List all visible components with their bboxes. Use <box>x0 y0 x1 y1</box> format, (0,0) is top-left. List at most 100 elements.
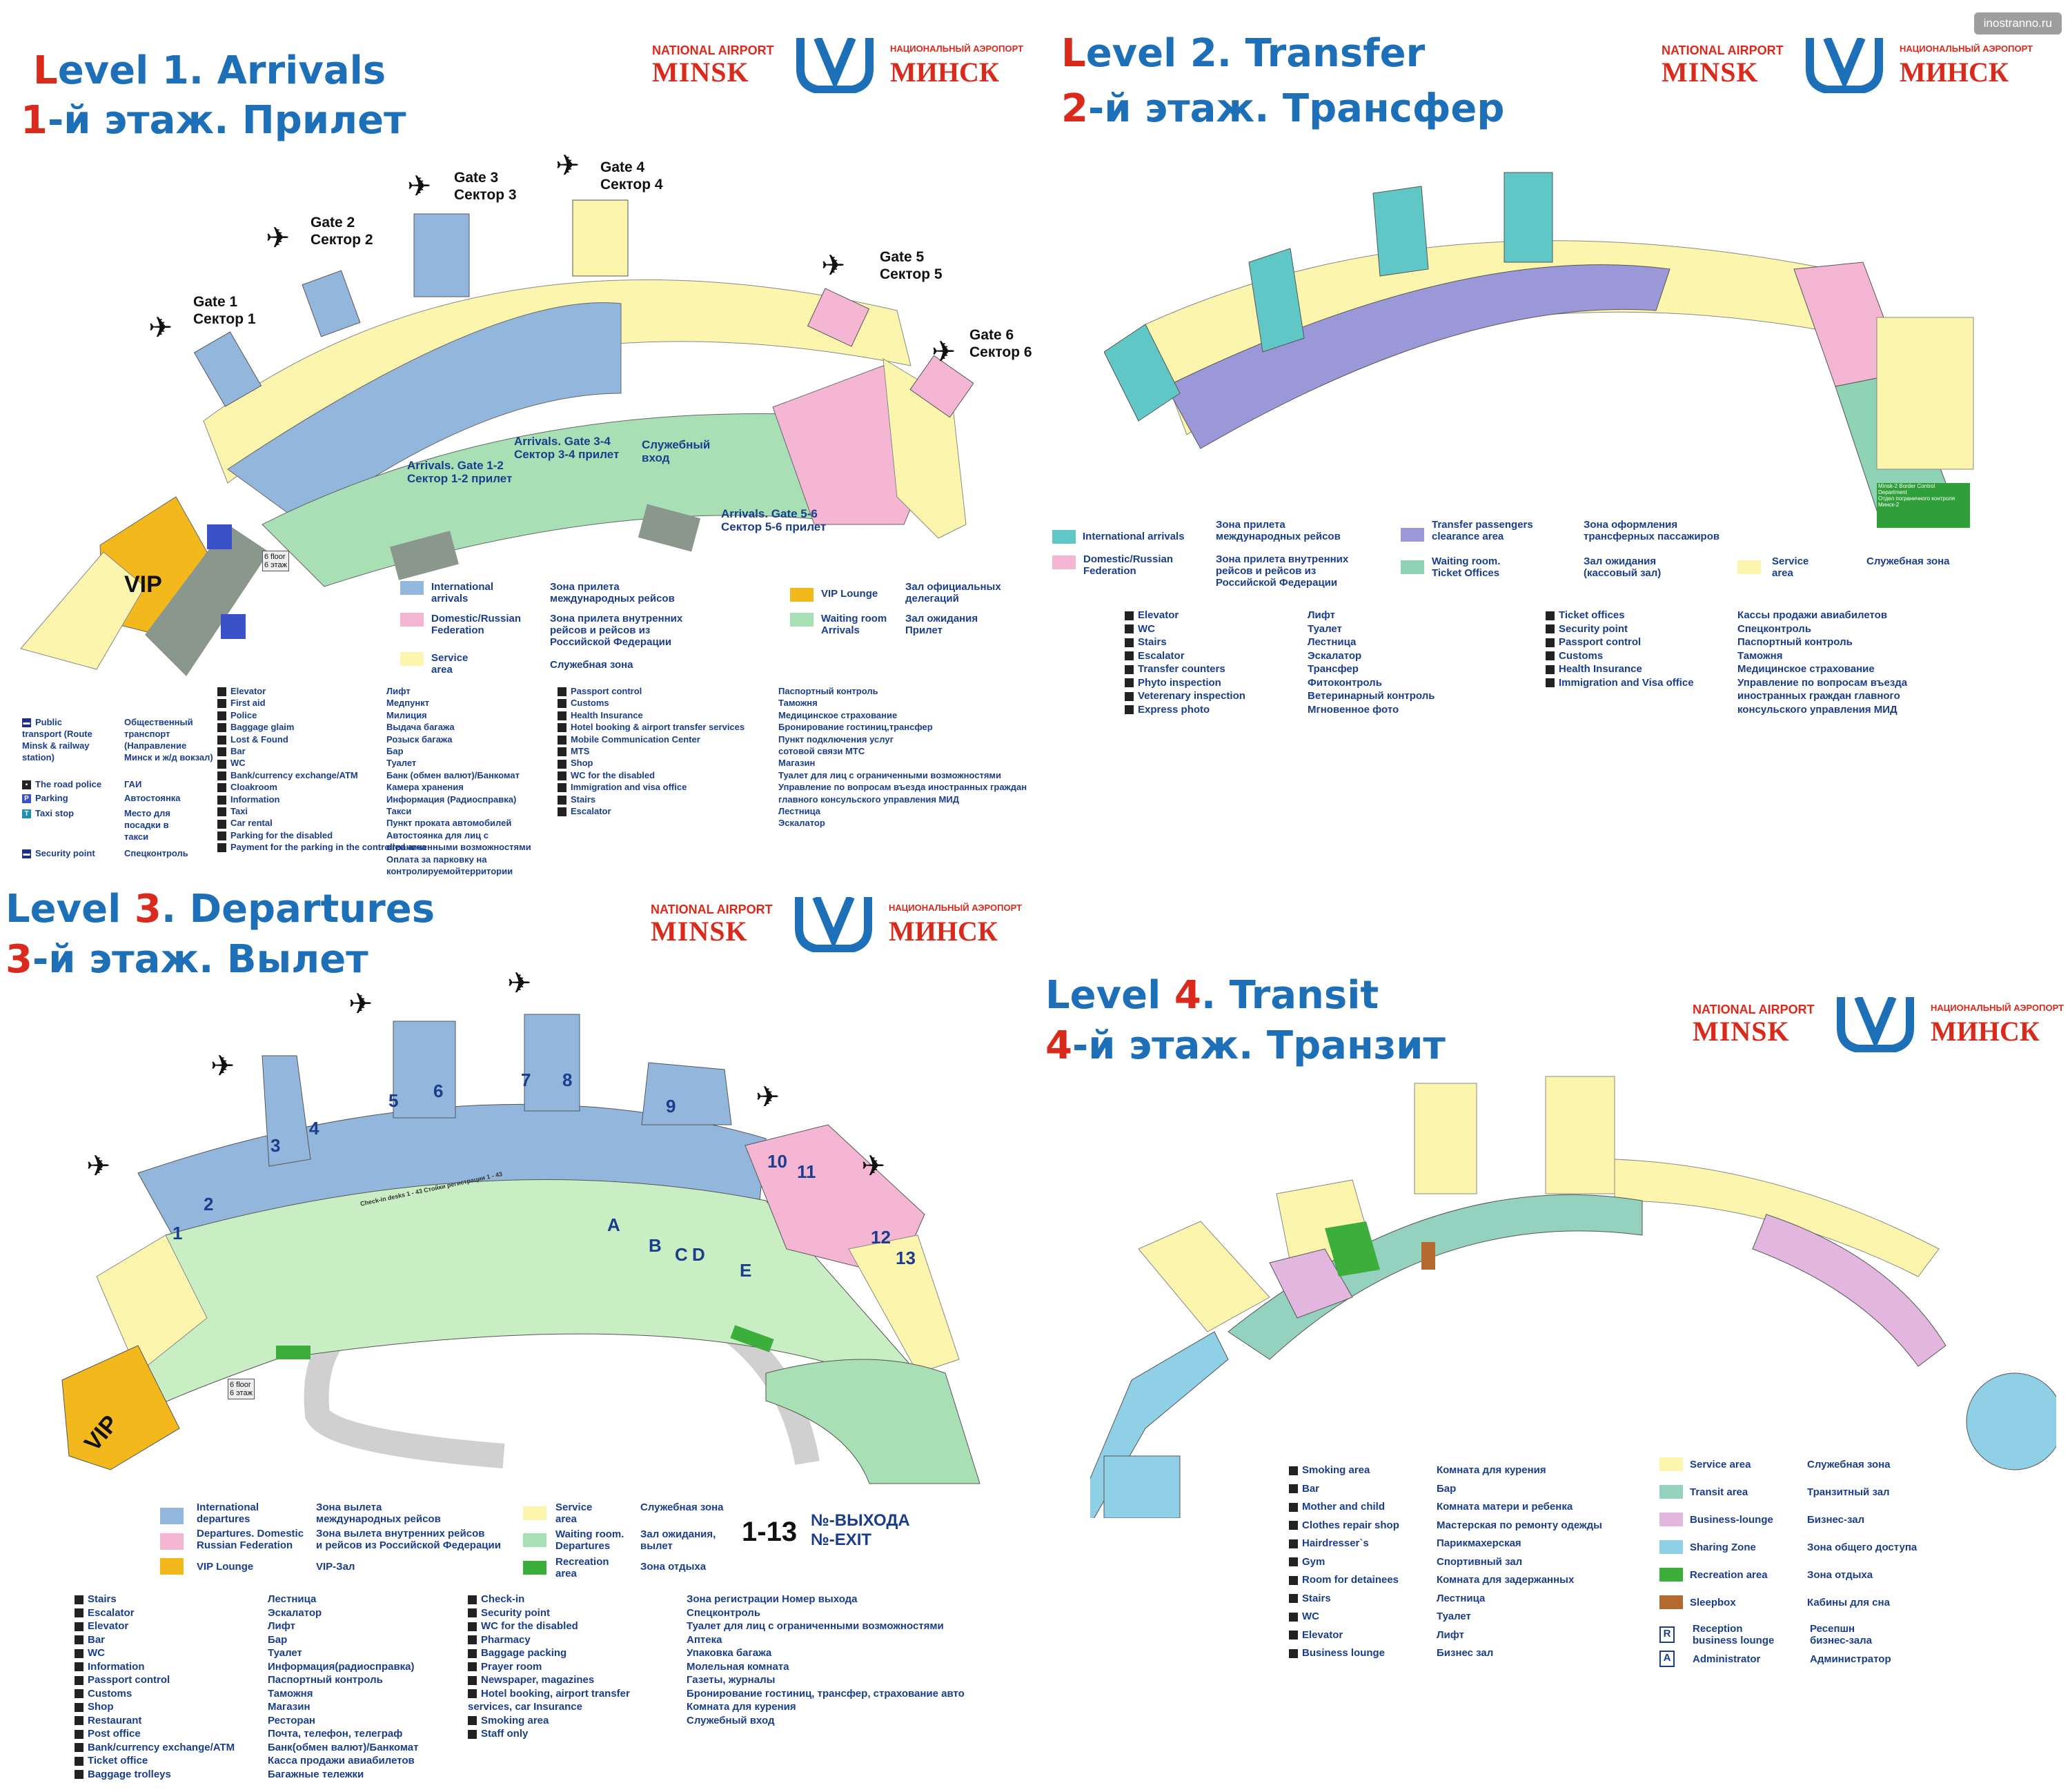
legend-symbol-icon <box>217 711 226 720</box>
minsk-logo-icon <box>1806 38 1883 93</box>
legend-item: Elevator <box>217 685 426 697</box>
legend-symbol-icon <box>558 759 566 769</box>
legend-item: Туалет <box>1437 1611 1471 1622</box>
legend-item: Newspaper, magazines <box>468 1673 668 1687</box>
legend-symbol-icon <box>217 843 226 853</box>
legend-symbol-icon <box>75 1702 83 1712</box>
legend-symbol-icon <box>75 1622 83 1631</box>
legend-item: WC for the disabled <box>468 1619 668 1633</box>
legend-item: Shop <box>75 1700 235 1714</box>
legend-item: Parking for the disabled <box>217 829 426 841</box>
legend-item: Туалет для лиц с ограниченными возможнос… <box>778 769 1002 780</box>
legend-symbol-icon <box>217 723 226 733</box>
legend-symbol-icon <box>558 807 566 817</box>
legend-symbol-icon <box>1289 1484 1298 1494</box>
legend-item: Check-in <box>468 1593 668 1606</box>
watermark: inostranno.ru <box>1973 12 2062 35</box>
legend-symbol-icon <box>1546 651 1555 661</box>
legend-symbol-icon <box>75 1595 83 1604</box>
legend-item: Hairdresser`s <box>1289 1535 1399 1553</box>
legend-item: Passport control <box>558 685 745 697</box>
legend-symbol-icon <box>75 1770 83 1780</box>
legend-item: Bar <box>75 1633 235 1647</box>
l1-legend-security-ru: Спецконтроль <box>124 848 188 858</box>
legend-item: Security point <box>1546 622 1694 636</box>
minsk-logo-icon <box>796 38 874 93</box>
legend-item: Багажные тележки <box>268 1768 364 1780</box>
legend-item: Бизнес зал <box>1437 1647 1494 1659</box>
legend-item: Bar <box>1289 1480 1399 1499</box>
legend-item: Ticket offices <box>1546 609 1694 622</box>
l1-legend-public-transport: ▬Public transport (Route Minsk & railway… <box>22 717 92 762</box>
legend-symbol-icon <box>75 1689 83 1699</box>
zone-swatch <box>1659 1595 1683 1609</box>
legend-item: Pharmacy <box>468 1633 668 1647</box>
legend-item: Prayer room <box>468 1660 668 1674</box>
legend-item: Розыск багажа <box>386 733 453 745</box>
legend-item: Таможня <box>778 698 818 709</box>
gate-number-11: 11 <box>797 1161 816 1182</box>
l1-legend-road-police: ▪The road police <box>22 778 101 790</box>
legend-item: Лестница <box>778 806 821 817</box>
legend-symbol-icon <box>1546 638 1555 647</box>
legend-symbol-icon <box>75 1675 83 1685</box>
legend-symbol-icon <box>1125 624 1134 634</box>
legend-item: Бронирование гостиниц, трансфер, страхов… <box>687 1687 965 1700</box>
legend-item: Бронирование гостиниц,трансфер <box>778 722 933 733</box>
legend-item: Комната для курения <box>687 1701 796 1713</box>
legend-symbol-icon <box>468 1716 477 1726</box>
checkin-zone-a: A <box>607 1214 620 1235</box>
legend-item: Спортивный зал <box>1437 1555 1523 1568</box>
exit-range-label: 1-13 <box>742 1517 798 1547</box>
legend-item: Лестница <box>268 1593 317 1605</box>
level1-title-ru: 1-й этаж. Прилет <box>21 98 406 143</box>
legend-symbol-icon <box>1289 1521 1298 1530</box>
checkin-zone-d: D <box>692 1244 705 1265</box>
legend-symbol-icon <box>1289 1612 1298 1622</box>
legend-item: Банк (обмен валют)/Банкомат <box>386 769 520 780</box>
checkin-zone-b: B <box>649 1235 662 1256</box>
legend-symbol-icon <box>1125 664 1134 674</box>
legend-item: Лифт <box>1308 609 1336 621</box>
legend-item: Бар <box>1437 1482 1457 1495</box>
legend-item: Туалет <box>1308 622 1342 635</box>
legend-item: Transfer counters <box>1125 662 1245 676</box>
legend-item: Post office <box>75 1727 235 1741</box>
plane-icon: ✈ <box>86 1150 111 1182</box>
l1-legend-parking-ru: Автостоянка <box>124 793 181 803</box>
legend-item: Passport control <box>1546 636 1694 649</box>
legend-item: Customs <box>558 697 745 709</box>
legend-item: Паспортный контроль <box>778 686 878 696</box>
legend-item: Gym <box>1289 1553 1399 1572</box>
legend-item: Эскалатор <box>778 818 825 829</box>
legend-symbol-icon <box>468 1662 477 1672</box>
plane-icon: ✈ <box>861 1150 886 1182</box>
legend-item: Information <box>217 794 426 805</box>
plane-icon: ✈ <box>266 221 290 254</box>
level4-map <box>1090 1076 2056 1518</box>
legend-symbol-icon <box>468 1648 477 1658</box>
legend-item: Медпункт <box>386 698 430 709</box>
legend-symbol-icon <box>558 723 566 733</box>
legend-symbol-icon <box>1546 678 1555 688</box>
legend-item: Комната для курения <box>1437 1464 1546 1476</box>
legend-item: Зона регистрации Номер выхода <box>687 1593 858 1605</box>
legend-item: Bank/currency exchange/ATM <box>217 769 426 781</box>
legend-symbol-icon <box>468 1675 477 1685</box>
minsk-logo-icon <box>795 897 872 952</box>
level1-title-en: Level 1. Arrivals <box>33 48 386 93</box>
legend-item: Payment for the parking in the controlle… <box>217 841 426 853</box>
